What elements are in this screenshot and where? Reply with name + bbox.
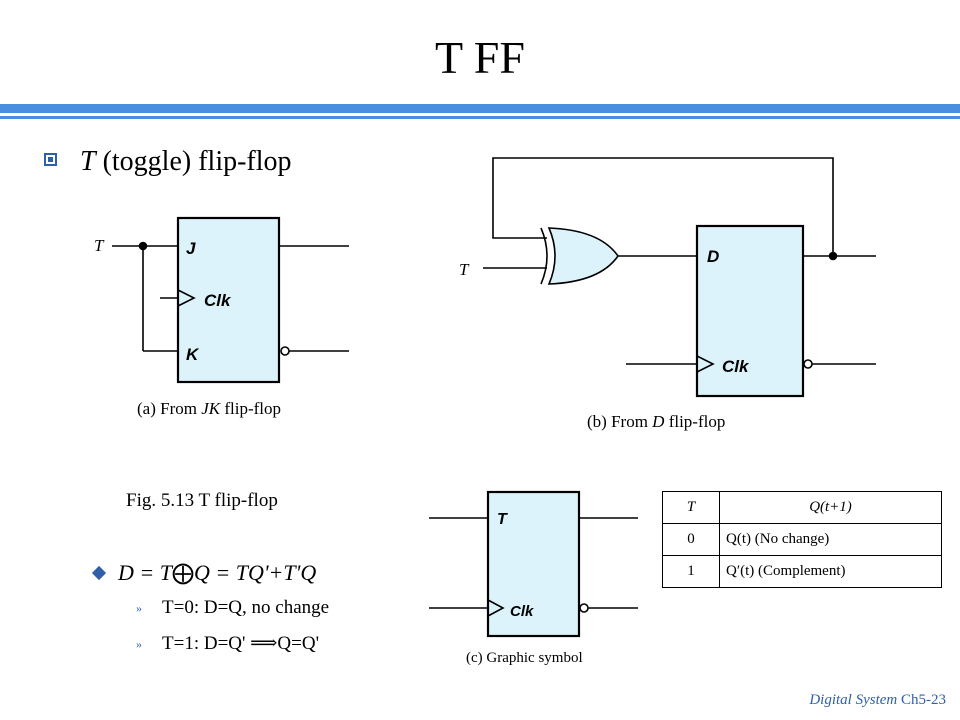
d-flipflop-box (695, 224, 805, 398)
q-bar-bubble-c (579, 603, 589, 613)
square-bullet-icon (44, 153, 57, 166)
table-cell: Q′(t) (Complement) (719, 555, 942, 588)
sub-bullet-text: T=1: D=Q' ⟹Q=Q' (162, 633, 320, 654)
table-header-cell: Q(t+1) (719, 491, 942, 524)
diag-b-clk-label: Clk (722, 357, 750, 376)
diag-b-t-label: T (459, 260, 470, 279)
clk-triangle-icon-c (487, 599, 505, 617)
diag-b-caption: (b) From D flip-flop (587, 412, 725, 431)
section-heading: T (toggle) flip-flop (80, 144, 292, 180)
clk-triangle-icon (177, 289, 196, 307)
diagram-c-symbol (429, 490, 638, 638)
sub-bullet-icon: » (136, 637, 142, 651)
diagram-a-jk (112, 216, 349, 384)
t-flipflop-symbol-box (486, 490, 581, 638)
junction-dot (138, 241, 148, 251)
diag-a-t-label: T (94, 236, 105, 255)
diagram-b-d (483, 157, 876, 398)
junction-dot-b (828, 251, 838, 261)
table-cell: Q(t) (No change) (719, 523, 942, 556)
table-row: 0 Q(t) (No change) (662, 523, 942, 556)
table-header-cell: T (662, 491, 720, 524)
table-row: 1 Q′(t) (Complement) (662, 555, 942, 588)
xor-symbol-icon: ⨁ (171, 560, 194, 585)
title-rule-thick (0, 104, 960, 113)
diag-c-clk-label: Clk (510, 603, 534, 620)
jk-flipflop-box (176, 216, 281, 384)
q-bar-bubble-b (803, 359, 813, 369)
clk-triangle-icon-b (696, 355, 715, 373)
diag-a-k-label: K (186, 345, 200, 364)
diag-a-j-label: J (186, 239, 196, 258)
table-cell: 1 (662, 555, 720, 588)
q-bar-bubble (280, 346, 290, 356)
heading-variable: T (80, 146, 96, 177)
slide-footer: Digital System Ch5-23 (809, 692, 946, 708)
figure-caption: Fig. 5.13 T flip-flop (126, 490, 278, 511)
sub-bullet-icon: » (136, 601, 142, 615)
slide-title: T FF (435, 32, 525, 83)
feedback-wire (492, 157, 834, 256)
truth-table: T Q(t+1) 0 Q(t) (No change) 1 Q′(t) (Com… (662, 491, 942, 588)
diag-c-t-label: T (497, 511, 508, 528)
xor-back-curve (540, 227, 548, 285)
xor-gate-icon (547, 227, 619, 285)
sub-bullet-text: T=0: D=Q, no change (162, 597, 330, 618)
heading-text: (toggle) flip-flop (95, 146, 292, 177)
table-cell: 0 (662, 523, 720, 556)
diag-c-caption: (c) Graphic symbol (466, 650, 583, 666)
diag-b-d-label: D (707, 247, 719, 266)
title-rule-thin (0, 116, 960, 119)
equation-line: D = T⨁Q = TQ'+T'Q (118, 560, 317, 585)
diag-a-caption: (a) From JK flip-flop (137, 399, 281, 418)
table-header-row: T Q(t+1) (662, 491, 942, 524)
diag-a-clk-label: Clk (204, 291, 232, 310)
